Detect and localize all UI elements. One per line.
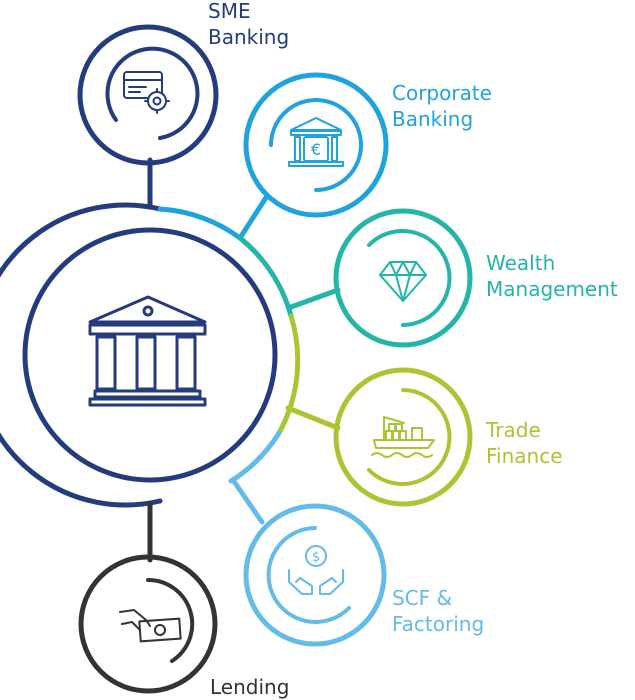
trade-outer-ring <box>333 367 473 507</box>
bank-building-icon <box>88 295 207 407</box>
svg-text:$: $ <box>312 550 320 565</box>
hands-dollar-coin-icon: $ <box>288 545 344 595</box>
hand-banknote-icon <box>119 609 182 643</box>
corporate-inner-arc <box>269 98 363 192</box>
scf-connector <box>230 477 265 525</box>
center-outer-arc <box>0 202 163 508</box>
corporate-connector <box>237 193 270 241</box>
corporate-outer-ring <box>243 72 389 218</box>
center-inner-ring <box>22 227 278 483</box>
credit-card-gear-icon <box>123 71 170 114</box>
svg-text:€: € <box>311 140 321 159</box>
node-scf-factoring: $ <box>243 503 387 647</box>
wealth-label: Wealth Management <box>486 251 618 301</box>
scf-inner-arc <box>266 526 351 624</box>
wealth-arc-segment <box>237 235 294 319</box>
node-lending <box>78 554 218 694</box>
trade-label: Trade Finance <box>485 418 563 468</box>
diamond-icon <box>379 261 427 302</box>
sme-inner-arc <box>105 46 200 140</box>
wealth-connector <box>288 287 341 310</box>
wealth-outer-ring <box>333 208 473 348</box>
wealth-inner-arc <box>367 229 452 327</box>
node-wealth-management <box>333 208 473 348</box>
bank-euro-icon: € <box>288 117 344 167</box>
sme-outer-ring <box>77 24 219 166</box>
node-sme-banking <box>77 24 219 166</box>
node-trade-finance <box>333 367 473 507</box>
trade-inner-arc <box>367 388 452 486</box>
trade-arc-segment <box>276 313 301 436</box>
sme-label: SME Banking <box>208 0 289 49</box>
scf-label: SCF & Factoring <box>392 586 484 636</box>
node-corporate-banking: € <box>243 72 389 218</box>
scf-outer-ring <box>243 503 387 647</box>
center-hub <box>0 202 278 508</box>
corporate-label: Corporate Banking <box>392 81 498 131</box>
lending-outer-ring <box>78 554 218 694</box>
trade-connector <box>285 405 341 431</box>
lending-label: Lending <box>210 675 289 699</box>
corporate-arc-segment <box>157 206 243 241</box>
lending-inner-arc <box>146 577 195 663</box>
scf-arc-segment <box>228 430 282 484</box>
cargo-ship-icon <box>371 416 435 458</box>
